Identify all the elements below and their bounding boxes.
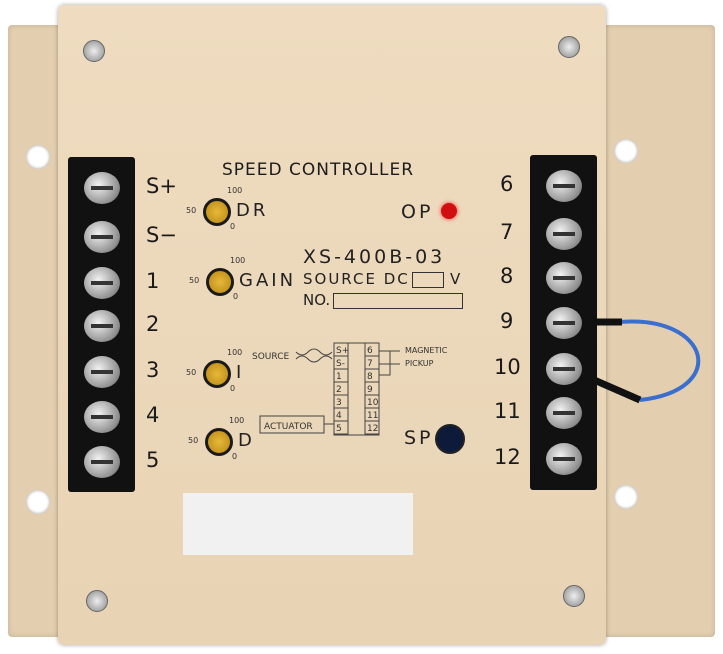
potentiometer-knob-dr[interactable]: [203, 198, 231, 226]
diagram-pickup-label: PICKUP: [405, 359, 434, 368]
jumper-wire: [583, 318, 701, 404]
diagram-source-label: SOURCE: [252, 352, 289, 362]
diagram-actuator-label: ACTUATOR: [264, 422, 313, 432]
terminal-screw[interactable]: [546, 353, 582, 385]
serial-number-box: [333, 293, 463, 309]
no-label: NO.: [303, 291, 331, 309]
blank-label-sticker: [183, 493, 413, 555]
terminal-screw[interactable]: [84, 172, 120, 204]
diagram-terminal-label: 2: [336, 385, 342, 395]
source-unit: V: [450, 270, 461, 288]
knob-scale-mid: 50: [186, 206, 197, 215]
terminal-screw[interactable]: [546, 262, 582, 294]
terminal-label: S+: [146, 174, 177, 198]
potentiometer-knob-d[interactable]: [205, 428, 233, 456]
op-led-icon: [441, 203, 457, 219]
knob-label: GAIN: [239, 270, 297, 291]
terminal-screw[interactable]: [84, 310, 120, 342]
potentiometer-knob-i[interactable]: [203, 360, 231, 388]
terminal-label: 5: [146, 448, 160, 472]
diagram-terminal-label: 9: [367, 385, 373, 395]
diagram-terminal-label: 12: [367, 424, 378, 434]
model-number: XS-400B-03: [303, 246, 446, 268]
diagram-terminal-label: S-: [336, 359, 345, 369]
knob-label: D: [238, 430, 255, 451]
knob-scale-max: 100: [227, 348, 243, 357]
knob-label: I: [236, 362, 245, 383]
terminal-label: 11: [494, 399, 521, 423]
mounting-hole: [614, 485, 638, 509]
terminal-screw[interactable]: [546, 170, 582, 202]
knob-scale-min: 0: [232, 452, 238, 461]
terminal-label: 1: [146, 269, 160, 293]
diagram-terminal-label: 3: [336, 398, 342, 408]
diagram-terminal-label: 10: [367, 398, 379, 408]
terminal-label: 7: [500, 220, 514, 244]
knob-scale-mid: 50: [189, 276, 200, 285]
terminal-label: 9: [500, 309, 514, 333]
diagram-terminal-label: 8: [367, 372, 373, 382]
potentiometer-knob-gain[interactable]: [206, 268, 234, 296]
panel-title: SPEED CONTROLLER: [222, 160, 415, 180]
terminal-screw[interactable]: [84, 356, 120, 388]
diagram-terminal-label: 7: [367, 359, 373, 369]
panel-screw-icon: [83, 40, 105, 62]
knob-scale-min: 0: [230, 222, 236, 231]
mounting-hole: [26, 145, 50, 169]
knob-scale-mid: 50: [186, 368, 197, 377]
sp-potentiometer[interactable]: [435, 424, 465, 454]
terminal-label: 6: [500, 172, 514, 196]
terminal-label: 4: [146, 403, 160, 427]
terminal-label: 12: [494, 445, 521, 469]
knob-scale-min: 0: [230, 384, 236, 393]
terminal-label: 10: [494, 355, 521, 379]
knob-scale-max: 100: [230, 256, 246, 265]
diagram-terminal-label: S+: [336, 346, 349, 356]
panel-screw-icon: [86, 590, 108, 612]
terminal-screw[interactable]: [546, 218, 582, 250]
terminal-label: 8: [500, 264, 514, 288]
terminal-screw[interactable]: [546, 307, 582, 339]
knob-label: DR: [236, 200, 269, 221]
diagram-terminal-label: 1: [336, 372, 342, 382]
knob-scale-max: 100: [229, 416, 245, 425]
terminal-label: 2: [146, 312, 160, 336]
diagram-terminal-label: 6: [367, 346, 373, 356]
diagram-terminal-label: 4: [336, 411, 342, 421]
knob-scale-min: 0: [233, 292, 239, 301]
terminal-screw[interactable]: [84, 401, 120, 433]
panel-screw-icon: [558, 36, 580, 58]
terminal-screw[interactable]: [546, 443, 582, 475]
diagram-terminal-label: 11: [367, 411, 378, 421]
mounting-hole: [614, 139, 638, 163]
terminal-label: S−: [146, 223, 177, 247]
diagram-terminal-label: 5: [336, 424, 342, 434]
op-label: OP: [401, 201, 434, 223]
knob-scale-max: 100: [227, 186, 243, 195]
terminal-screw[interactable]: [84, 446, 120, 478]
knob-scale-mid: 50: [188, 436, 199, 445]
panel-screw-icon: [563, 585, 585, 607]
terminal-label: 3: [146, 358, 160, 382]
terminal-screw[interactable]: [84, 221, 120, 253]
source-voltage-box: [412, 272, 444, 288]
diagram-magnetic-label: MAGNETIC: [405, 346, 448, 355]
sp-label: SP: [404, 427, 434, 449]
mounting-hole: [26, 490, 50, 514]
terminal-screw[interactable]: [84, 267, 120, 299]
terminal-screw[interactable]: [546, 397, 582, 429]
source-label: SOURCE DC: [303, 270, 410, 288]
